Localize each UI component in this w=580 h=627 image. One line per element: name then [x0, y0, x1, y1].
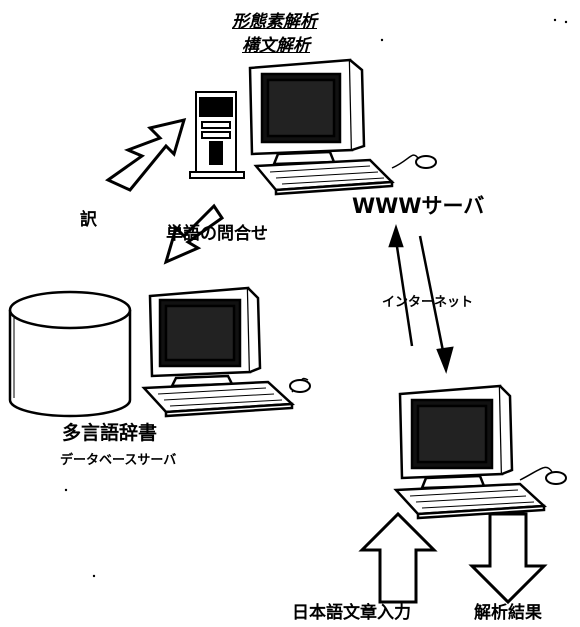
result-down-arrow-icon	[472, 514, 544, 602]
dictionary-sub-label: データベースサーバ	[60, 454, 176, 467]
client-computer-icon	[396, 386, 566, 518]
translation-label: 訳	[80, 212, 97, 229]
tower-server-icon	[190, 92, 244, 178]
morph-analysis-label: 形態素解析	[232, 14, 317, 31]
translation-arrow-icon	[108, 120, 184, 190]
analysis-result-label: 解析結果	[474, 605, 542, 622]
internet-label: インターネット	[382, 296, 473, 309]
server-computer-icon	[250, 60, 436, 194]
dictionary-title-label: 多言語辞書	[62, 424, 157, 443]
database-cylinder-icon	[10, 292, 130, 416]
syntax-analysis-label: 構文解析	[242, 38, 310, 55]
database-computer-icon	[144, 288, 310, 416]
word-query-label: 単語の問合せ	[166, 226, 268, 243]
jp-input-label: 日本語文章入力	[292, 605, 411, 622]
input-up-arrow-icon	[362, 514, 434, 602]
www-server-label: WWWサーバ	[352, 196, 484, 217]
